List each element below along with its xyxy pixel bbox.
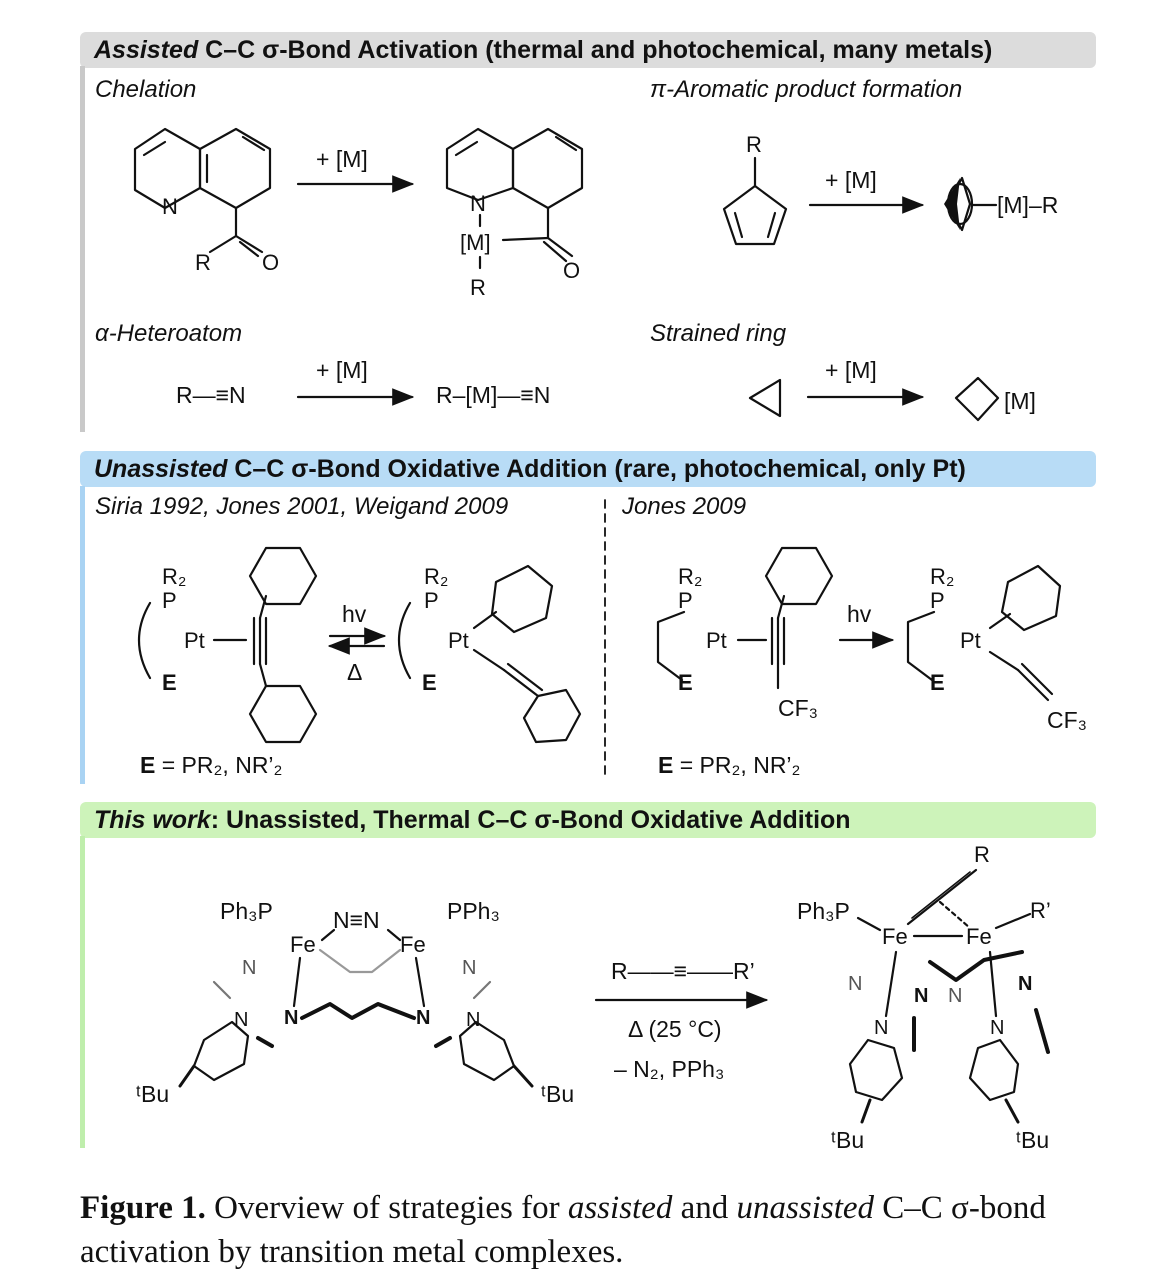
svg-text:P: P	[424, 588, 439, 613]
svg-text:Pt: Pt	[184, 628, 205, 653]
svg-text:R: R	[470, 275, 486, 300]
pph3-right: PPh₃	[447, 898, 500, 924]
svg-text:Pt: Pt	[960, 628, 981, 653]
svg-text:E: E	[162, 670, 177, 695]
svg-text:P: P	[930, 588, 945, 613]
section-header-this-work: This work: Unassisted, Thermal C–C σ-Bon…	[80, 802, 1096, 838]
section-bar-assisted	[80, 66, 85, 432]
svg-text:Pt: Pt	[706, 628, 727, 653]
cyclopentadiene	[722, 156, 788, 246]
svg-text:O: O	[262, 250, 279, 275]
svg-text:Fe: Fe	[882, 924, 908, 949]
subhead-alpha-heteroatom: α-Heteroatom	[95, 320, 243, 347]
pt-oxidative-product-1	[397, 564, 582, 744]
cp-product-label: [M]–R	[997, 192, 1059, 218]
delta-label: Δ	[347, 659, 363, 685]
svg-text:E: E	[422, 670, 437, 695]
section-bar-this-work	[80, 836, 85, 1148]
diiron-dinitrogen-complex: Fe Fe N N N N N N	[178, 928, 534, 1088]
subhead-pi-aromatic: π-Aromatic product formation	[650, 76, 963, 103]
svg-text:N: N	[284, 1007, 298, 1029]
svg-text:R₂: R₂	[424, 564, 448, 589]
section-bar-unassisted	[80, 486, 85, 784]
svg-text:N: N	[1018, 973, 1032, 995]
hv-label-2: hv	[847, 601, 872, 627]
svg-text:N: N	[234, 1009, 248, 1031]
tbu-label-3: ᵗBu	[831, 1127, 865, 1153]
svg-text:R₂: R₂	[162, 564, 186, 589]
svg-text:R: R	[974, 842, 990, 867]
pt-alkyne-complex-2	[656, 546, 834, 690]
pt-alkyne-complex-1	[137, 546, 318, 744]
subhead-strained-ring: Strained ring	[650, 320, 787, 347]
svg-text:N: N	[948, 985, 962, 1007]
ph3p-product: Ph₃P	[797, 898, 850, 924]
svg-text:N: N	[914, 985, 928, 1007]
cyclopropane	[748, 378, 782, 418]
subhead-chelation: Chelation	[95, 76, 197, 103]
e-definition-2: E = PR₂, NR’₂	[658, 752, 801, 778]
tbu-label-4: ᵗBu	[1016, 1127, 1050, 1153]
alkyne-reagent: R——≡——R’	[611, 958, 755, 984]
ph3p-left: Ph₃P	[220, 898, 273, 924]
atom-n: N	[162, 194, 178, 219]
section-header-unassisted: Unassisted C–C σ-Bond Oxidative Addition…	[80, 451, 1096, 487]
svg-text:N: N	[874, 1017, 888, 1039]
svg-text:Pt: Pt	[448, 628, 469, 653]
svg-text:Fe: Fe	[966, 924, 992, 949]
svg-text:Fe: Fe	[290, 932, 316, 957]
quinoline-reactant	[133, 127, 272, 258]
nitrile-product: R–[M]—≡N	[436, 382, 551, 408]
reagent-label-heteroatom: + [M]	[316, 357, 368, 383]
section-header-assisted: Assisted C–C σ-Bond Activation (thermal …	[80, 32, 1096, 68]
nitrile-reactant: R—≡N	[176, 382, 246, 408]
diiron-alkyne-product: Fe Fe R R’ N N N N N N	[848, 842, 1051, 1124]
svg-text:N: N	[242, 957, 256, 979]
svg-text:O: O	[563, 258, 580, 283]
svg-text:N: N	[848, 973, 862, 995]
svg-text:P: P	[162, 588, 177, 613]
svg-text:R’: R’	[1030, 898, 1051, 923]
metallacycle-label: [M]	[1004, 388, 1036, 414]
svg-text:N: N	[470, 191, 486, 216]
reagent-label-strained: + [M]	[825, 357, 877, 383]
cf3-label-1: CF₃	[778, 695, 819, 721]
svg-text:P: P	[678, 588, 693, 613]
cf3-label-2: CF₃	[1047, 707, 1088, 733]
metallacyclobutane	[954, 376, 1000, 422]
reagent-label-chelation: + [M]	[316, 146, 368, 172]
tbu-label-2: ᵗBu	[541, 1081, 575, 1107]
subhead-jones-2009: Jones 2009	[622, 493, 747, 520]
svg-text:N: N	[466, 1009, 480, 1031]
svg-text:R: R	[746, 132, 762, 157]
figure-caption: Figure 1. Overview of strategies for ass…	[80, 1190, 1046, 1270]
svg-text:R₂: R₂	[678, 564, 702, 589]
svg-text:R₂: R₂	[930, 564, 954, 589]
e-definition-1: E = PR₂, NR’₂	[140, 752, 283, 778]
svg-text:R: R	[195, 250, 211, 275]
svg-text:E: E	[930, 670, 945, 695]
dinitrogen-label: N≡N	[333, 907, 380, 933]
tbu-label-1: ᵗBu	[136, 1081, 170, 1107]
svg-text:[M]: [M]	[460, 230, 491, 255]
condition-loss: – N₂, PPh₃	[614, 1056, 725, 1082]
subhead-pt-references: Siria 1992, Jones 2001, Weigand 2009	[95, 493, 509, 520]
svg-text:N: N	[462, 957, 476, 979]
hv-label-1: hv	[342, 601, 367, 627]
svg-text:Fe: Fe	[400, 932, 426, 957]
svg-text:N: N	[416, 1007, 430, 1029]
condition-temperature: Δ (25 °C)	[628, 1016, 722, 1042]
svg-text:E: E	[678, 670, 693, 695]
metallacycle-product	[445, 127, 584, 270]
pt-oxidative-product-2	[906, 564, 1062, 702]
svg-text:N: N	[990, 1017, 1004, 1039]
reagent-label-aromatic: + [M]	[825, 167, 877, 193]
